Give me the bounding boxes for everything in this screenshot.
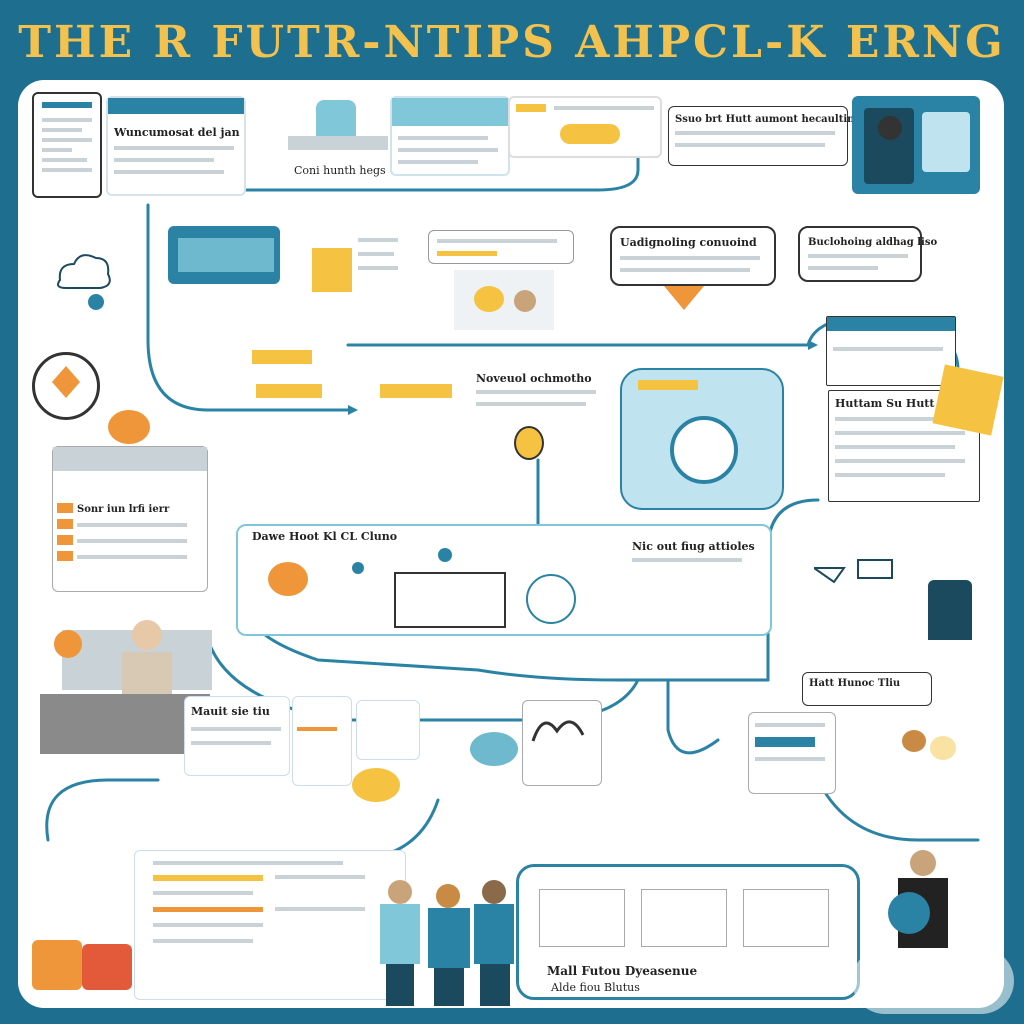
lower-right-note: Hatt Hunoc Tliu bbox=[802, 672, 932, 706]
callout-panel-b: Buclohoing aldhag liso bbox=[798, 226, 937, 282]
lower-blue-blob bbox=[470, 732, 518, 766]
label-yellow-3 bbox=[380, 384, 452, 398]
lower-card-a-text: Mauit sie tiu bbox=[191, 705, 270, 718]
intro-text: Wuncumosat del jan bbox=[114, 126, 240, 139]
callout-panel-a: Uadignoling conuoind bbox=[610, 226, 776, 286]
table-panel: Sonr iun lrfi ierr bbox=[52, 446, 208, 592]
person-icon bbox=[928, 580, 972, 640]
feature-panel bbox=[390, 96, 510, 176]
lower-yellow-blob bbox=[352, 768, 400, 802]
callout-b-text: Buclohoing aldhag liso bbox=[808, 237, 938, 248]
page-title: THE R FUTR-NTIPS AHPCL-K ERNG SCIOIS bbox=[18, 17, 1006, 138]
folder-icon bbox=[932, 364, 1004, 436]
lower-card-d bbox=[522, 700, 602, 786]
bulb-icon bbox=[514, 426, 544, 460]
process-step-panel: Coni hunth hegs bbox=[288, 100, 398, 180]
highlight-circle-panel bbox=[620, 368, 784, 510]
small-orange-dot bbox=[902, 730, 926, 752]
lower-right-card bbox=[748, 712, 836, 794]
machine-illustration bbox=[32, 940, 132, 1000]
label-strip bbox=[428, 230, 574, 264]
right-list-text: Huttam Su Hutt bbox=[835, 397, 935, 410]
bottom-center-panel: Mall Futou Dyeasenue Alde fiou Blutus bbox=[516, 864, 860, 1000]
document-thumbnail bbox=[32, 92, 102, 198]
ai-generated-badge: AI生成 bbox=[852, 948, 1014, 1014]
summary-panel: Ssuo brt Hutt aumont hecaulting bbox=[668, 106, 861, 166]
data-card bbox=[168, 226, 280, 284]
chart-bars bbox=[312, 228, 402, 298]
lower-right-note-text: Hatt Hunoc Tliu bbox=[809, 678, 901, 689]
image-placeholder bbox=[454, 270, 554, 330]
people-group bbox=[348, 880, 538, 1006]
process-step-label: Coni hunth hegs bbox=[294, 164, 386, 177]
presenter-figure bbox=[888, 850, 958, 976]
infographic-board: Wuncumosat del jan Coni hunth hegs Ssuo … bbox=[18, 80, 1004, 1008]
orange-blob bbox=[108, 410, 150, 444]
center-note: Noveuol ochmotho bbox=[476, 372, 592, 385]
intro-panel: Wuncumosat del jan bbox=[106, 96, 246, 196]
lower-card-b bbox=[292, 696, 352, 786]
office-illustration bbox=[40, 604, 220, 794]
small-yellow-dot bbox=[930, 736, 956, 760]
target-icon bbox=[32, 352, 102, 422]
note-panel bbox=[508, 96, 662, 158]
bottom-panel-subtext: Alde fiou Blutus bbox=[551, 981, 640, 994]
label-yellow-2 bbox=[256, 384, 322, 398]
workflow-note: Nic out fiug attioles bbox=[632, 540, 755, 553]
label-yellow-1 bbox=[252, 350, 312, 364]
cloud-icon bbox=[48, 240, 118, 320]
device-illustration bbox=[852, 96, 980, 194]
icon-cluster bbox=[810, 538, 944, 588]
bottom-panel-text: Mall Futou Dyeasenue bbox=[547, 964, 698, 978]
workflow-panel: Dawe Hoot Kl CL Cluno Nic out fiug attio… bbox=[236, 524, 772, 636]
summary-text: Ssuo brt Hutt aumont hecaulting bbox=[675, 114, 862, 125]
callout-a-text: Uadignoling conuoind bbox=[620, 236, 757, 249]
right-list-main: Huttam Su Hutt bbox=[828, 390, 980, 502]
warning-shape bbox=[664, 286, 704, 310]
workflow-title: Dawe Hoot Kl CL Cluno bbox=[252, 530, 398, 543]
bottom-left-panel bbox=[134, 850, 406, 1000]
right-list-top bbox=[826, 316, 956, 386]
table-panel-text: Sonr iun lrfi ierr bbox=[77, 504, 170, 515]
lower-card-c bbox=[356, 700, 420, 760]
lower-card-a: Mauit sie tiu bbox=[184, 696, 290, 776]
